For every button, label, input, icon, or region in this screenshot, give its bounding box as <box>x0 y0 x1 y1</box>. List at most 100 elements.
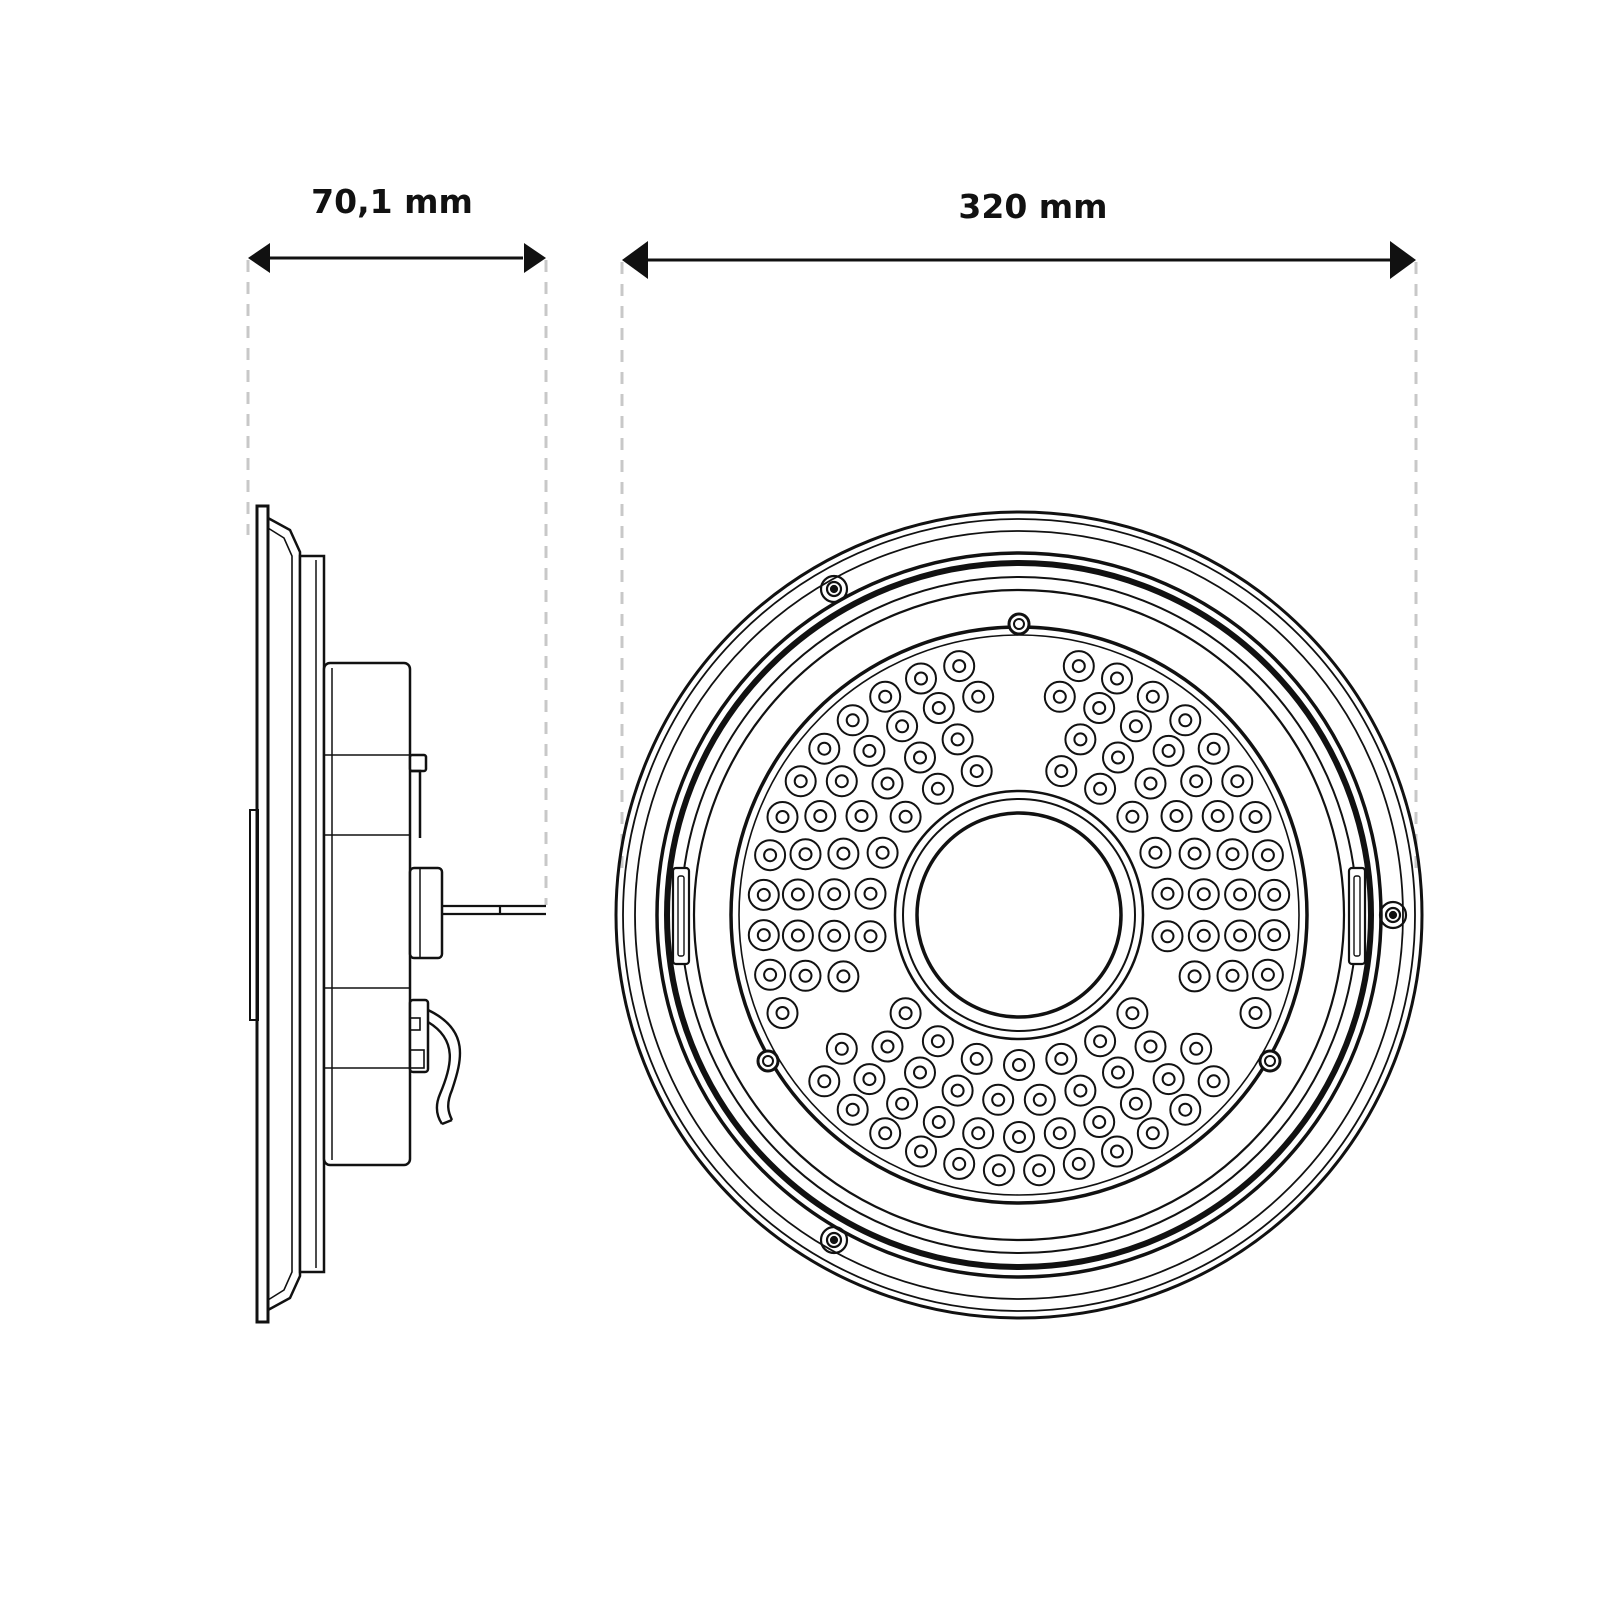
screw-icon <box>756 1049 780 1073</box>
led-icon <box>1151 877 1184 910</box>
led-icon <box>1119 710 1152 743</box>
led-icon <box>1178 837 1211 870</box>
led-icon <box>1221 765 1254 798</box>
depth-arrow-right <box>524 243 546 273</box>
led-icon <box>854 877 887 910</box>
depth-arrow-left <box>248 243 270 273</box>
side-bracket-upper <box>408 753 428 773</box>
side-plate-mark <box>249 809 259 1021</box>
led-icon <box>1258 919 1291 952</box>
led-icon <box>921 1025 954 1058</box>
led-icon <box>1187 919 1220 952</box>
led-icon <box>889 997 922 1030</box>
led-icon <box>1023 1154 1056 1187</box>
front-mid-ring <box>655 551 1383 1279</box>
diameter-label: 320 mm <box>958 187 1107 226</box>
led-icon <box>871 767 904 800</box>
led-icon <box>853 734 886 767</box>
led-icon <box>854 920 887 953</box>
led-icon <box>781 919 814 952</box>
led-icon <box>1102 741 1134 774</box>
led-icon <box>766 801 799 833</box>
led-icon <box>1169 1093 1202 1126</box>
led-icon <box>1239 801 1272 833</box>
led-icon <box>825 1032 858 1065</box>
led-icon <box>789 838 822 871</box>
led-icon <box>1062 1147 1095 1180</box>
led-icon <box>818 878 851 911</box>
led-icon <box>1139 836 1172 869</box>
led-icon <box>1083 692 1116 724</box>
screw-icon <box>819 574 849 604</box>
led-icon <box>1180 765 1213 798</box>
led-icon <box>904 1056 936 1089</box>
side-rear-ring <box>298 554 326 1274</box>
led-icon <box>1251 958 1284 991</box>
led-icon <box>869 1117 902 1150</box>
screw-icon <box>1378 900 1408 930</box>
led-icon <box>1187 878 1220 911</box>
led-icon <box>1134 767 1167 800</box>
led-icon <box>1003 1049 1035 1081</box>
led-icon <box>905 1135 937 1168</box>
led-icon <box>1216 959 1249 992</box>
led-icon <box>1136 1117 1169 1150</box>
led-icon <box>781 878 814 911</box>
led-icon <box>836 704 869 737</box>
led-icon <box>1084 772 1117 805</box>
led-icon <box>827 960 860 993</box>
led-icon <box>922 1106 955 1138</box>
led-icon <box>869 680 902 713</box>
led-icon <box>1045 755 1078 788</box>
led-icon <box>886 710 919 743</box>
led-icon <box>845 800 878 832</box>
led-icon <box>1197 732 1230 765</box>
led-icon <box>1180 1032 1213 1065</box>
led-icon <box>1152 1063 1185 1096</box>
led-icon <box>1151 920 1184 953</box>
led-icon <box>754 839 787 872</box>
led-icon <box>818 919 851 952</box>
led-icon <box>943 650 976 683</box>
led-icon <box>827 837 860 870</box>
led-icon <box>1064 1074 1097 1107</box>
front-rim-slots <box>671 866 1367 966</box>
depth-label: 70,1 mm <box>311 182 473 221</box>
led-icon <box>921 772 954 805</box>
led-icon <box>1064 723 1097 756</box>
led-icon <box>1045 1042 1078 1075</box>
led-icon <box>1160 800 1193 832</box>
front-center-hub <box>893 789 1145 1041</box>
led-icon <box>905 662 937 695</box>
led-icon <box>962 680 995 713</box>
led-icon <box>1258 878 1291 911</box>
led-icon <box>1043 680 1076 713</box>
screw-icon <box>819 1225 849 1255</box>
led-icon <box>1083 1106 1116 1138</box>
led-icon <box>1119 1087 1152 1120</box>
front-led-board <box>729 625 1309 1205</box>
led-icon <box>1101 662 1133 695</box>
led-icon <box>836 1093 869 1126</box>
led-icon <box>904 741 936 774</box>
front-board-screws <box>756 612 1282 1073</box>
led-icon <box>886 1087 919 1120</box>
depth-dimension: 70,1 mm <box>246 182 548 905</box>
led-icon <box>1152 734 1185 767</box>
led-icon <box>866 836 899 869</box>
led-icon <box>1101 1135 1133 1168</box>
led-icon <box>825 765 858 798</box>
led-icon <box>922 692 955 724</box>
led-icon <box>853 1063 886 1096</box>
led-icon <box>960 755 993 788</box>
led-icon <box>747 878 780 911</box>
side-junction-box <box>408 866 444 960</box>
led-icon <box>982 1083 1015 1116</box>
led-icon <box>804 800 837 832</box>
screw-icon <box>1258 1049 1282 1073</box>
side-driver-housing <box>322 661 412 1167</box>
led-icon <box>1201 800 1234 832</box>
side-lens-profile <box>267 516 302 1312</box>
led-icon <box>941 1074 974 1107</box>
led-icon <box>789 959 822 992</box>
